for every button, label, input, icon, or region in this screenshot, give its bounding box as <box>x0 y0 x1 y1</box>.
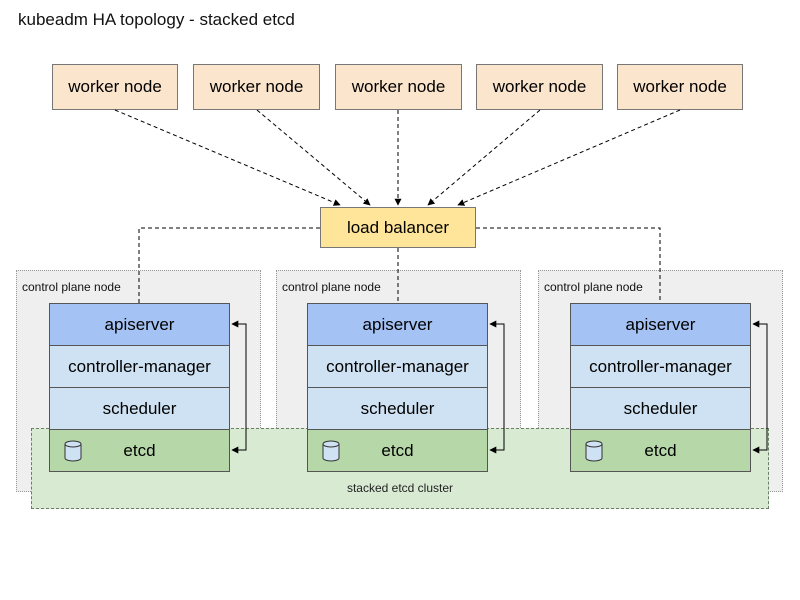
component-stack-1: apiserver controller-manager scheduler e… <box>49 303 230 472</box>
worker-node-5: worker node <box>617 64 743 110</box>
control-plane-node-label: control plane node <box>22 280 121 294</box>
component-stack-3: apiserver controller-manager scheduler e… <box>570 303 751 472</box>
worker-node-4: worker node <box>476 64 603 110</box>
etcd-label: etcd <box>123 440 156 460</box>
scheduler: scheduler <box>570 387 751 429</box>
controller-manager: controller-manager <box>49 345 230 387</box>
component-stack-2: apiserver controller-manager scheduler e… <box>307 303 488 472</box>
control-plane-node-label: control plane node <box>282 280 381 294</box>
diagram-title: kubeadm HA topology - stacked etcd <box>18 10 295 29</box>
etcd-label: etcd <box>381 440 414 460</box>
worker-to-lb-arrow <box>256 109 371 206</box>
worker-node-1: worker node <box>52 64 178 110</box>
worker-to-lb-arrow <box>457 109 681 206</box>
controller-manager: controller-manager <box>307 345 488 387</box>
apiserver: apiserver <box>307 303 488 345</box>
scheduler: scheduler <box>49 387 230 429</box>
scheduler: scheduler <box>307 387 488 429</box>
database-icon <box>585 440 603 462</box>
worker-node-3: worker node <box>335 64 462 110</box>
database-icon <box>64 440 82 462</box>
apiserver: apiserver <box>49 303 230 345</box>
etcd: etcd <box>570 429 751 472</box>
load-balancer: load balancer <box>320 207 476 248</box>
stacked-etcd-cluster-label: stacked etcd cluster <box>346 481 454 495</box>
database-icon <box>322 440 340 462</box>
worker-to-lb-arrow <box>114 109 341 206</box>
apiserver: apiserver <box>570 303 751 345</box>
control-plane-node-label: control plane node <box>544 280 643 294</box>
controller-manager: controller-manager <box>570 345 751 387</box>
etcd-label: etcd <box>644 440 677 460</box>
worker-to-lb-arrow <box>427 109 541 206</box>
etcd: etcd <box>49 429 230 472</box>
etcd: etcd <box>307 429 488 472</box>
worker-node-2: worker node <box>193 64 320 110</box>
